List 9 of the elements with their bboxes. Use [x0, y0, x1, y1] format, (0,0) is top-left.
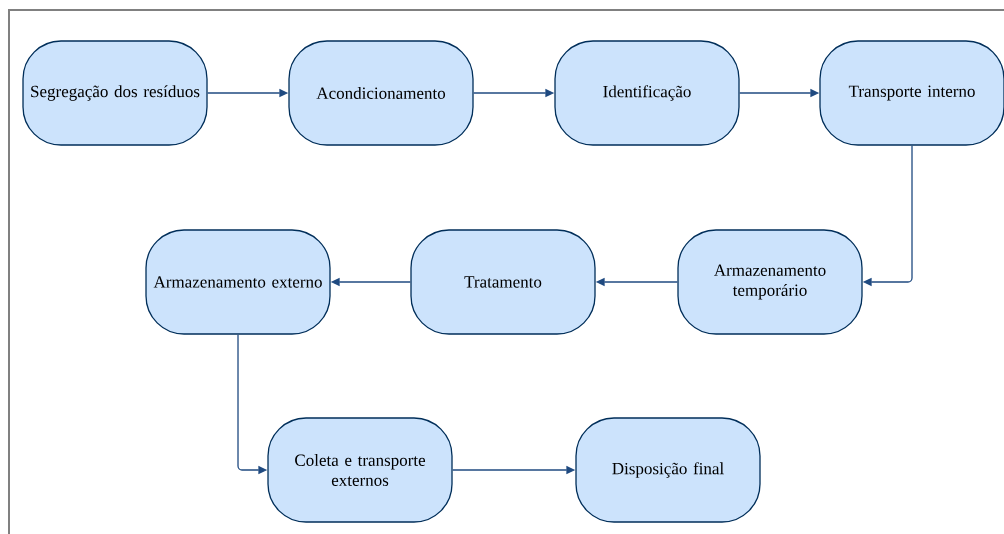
process-box: Armazenamento temporário — [677, 229, 863, 335]
process-box: Tratamento — [410, 229, 596, 335]
process-box: Transporte interno — [819, 40, 1004, 146]
process-box: Coleta e transporte externos — [267, 417, 453, 523]
process-box: Identificação — [554, 40, 740, 146]
process-box: Segregação dos resíduos — [22, 40, 208, 146]
process-box: Armazenamento externo — [145, 229, 331, 335]
process-box: Acondicionamento — [288, 40, 474, 146]
process-box: Disposição final — [575, 417, 761, 523]
